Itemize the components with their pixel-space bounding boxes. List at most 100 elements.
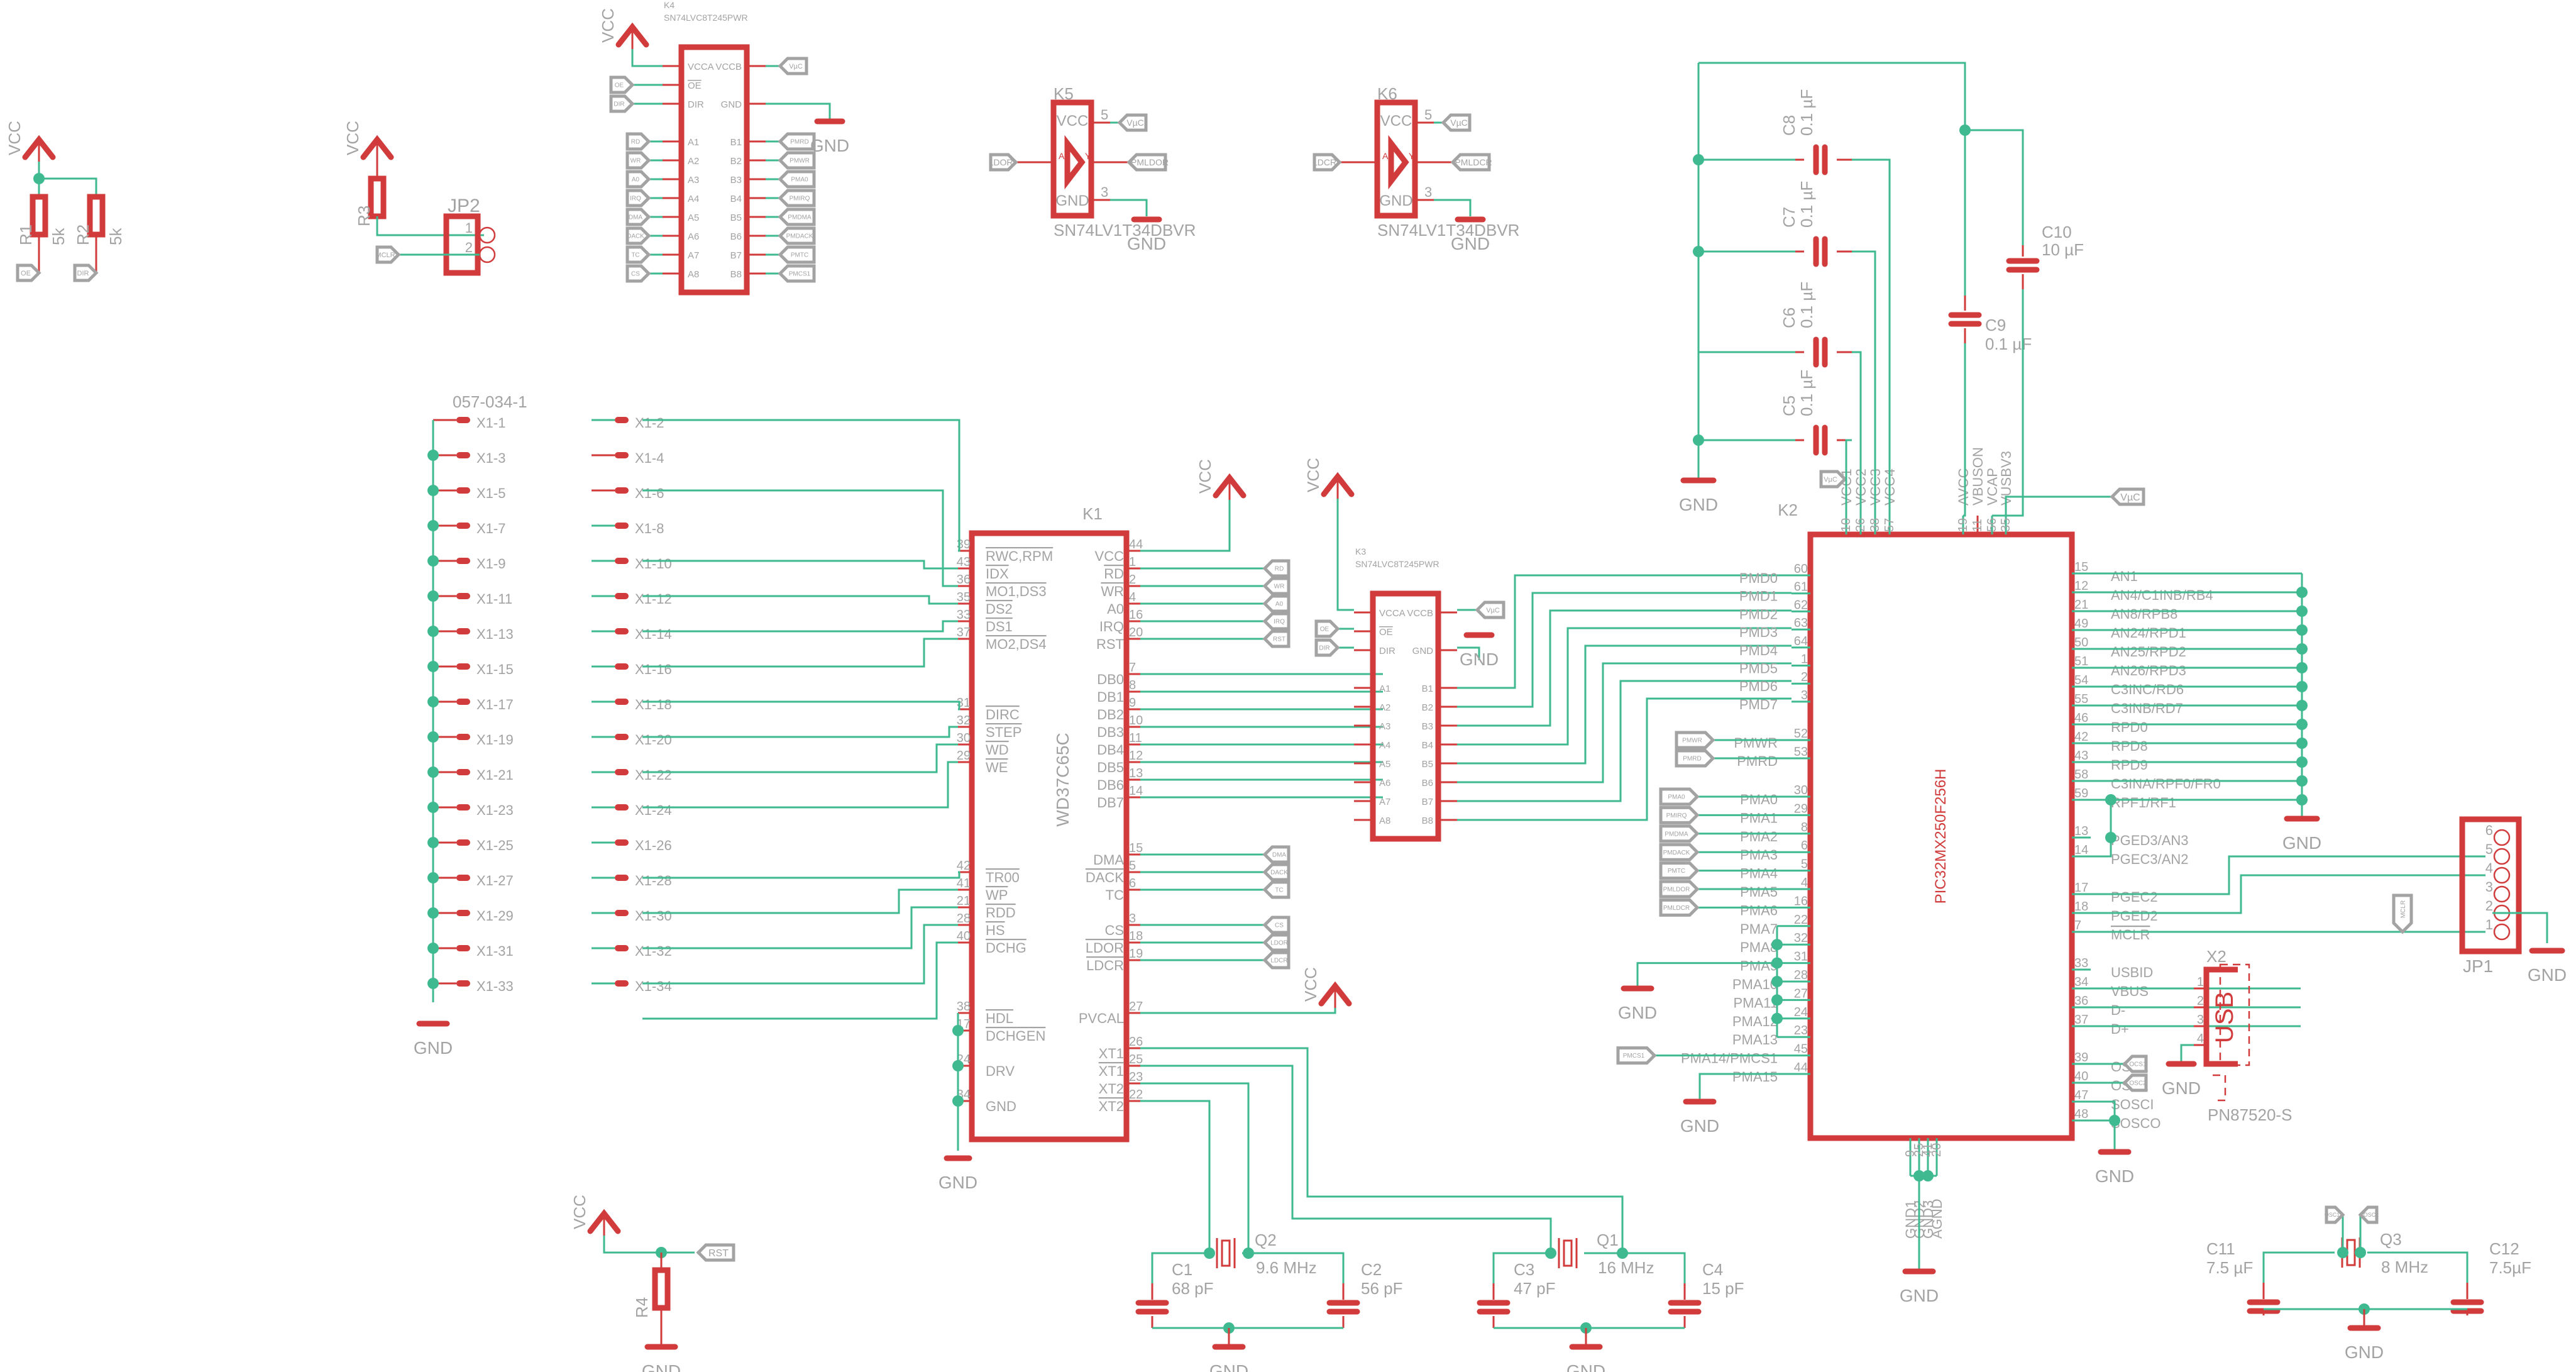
wire (642, 743, 958, 773)
pin-name: A0 (1107, 601, 1124, 617)
net-label-tag-icon (1450, 153, 1491, 172)
net-label-tag-icon (1262, 845, 1291, 864)
pin-number: 34 (2074, 975, 2088, 989)
net-label: WR (1262, 577, 1291, 595)
wire (642, 620, 958, 633)
pin-number: 7 (1129, 661, 1136, 675)
net-label: PMA0 (1659, 787, 1700, 806)
vcc-symbol: VCC (1196, 459, 1247, 500)
pin-name: WE (986, 760, 1008, 775)
pin-name: PMWR (1734, 735, 1778, 751)
connector-pin-label: X1-17 (476, 697, 514, 712)
pin-number: 38 (1868, 518, 1882, 532)
capacitor-value: 0.1 µF (1797, 370, 1816, 416)
net-label-text: PMDACK (786, 233, 813, 240)
net-label: VµC (1117, 113, 1148, 132)
net-label-text: PMCS1 (1623, 1053, 1645, 1059)
gnd-symbol: GND (1566, 1344, 1605, 1372)
pin-name: B3 (1422, 721, 1433, 732)
gnd-symbol: GND (2162, 1061, 2201, 1098)
pin-number: 10 (1839, 518, 1853, 532)
net-label: TC (625, 245, 651, 264)
net-label: DMA (1262, 845, 1291, 864)
capacitor-ref: C5 (1780, 396, 1798, 416)
capacitor-ref: C7 (1780, 207, 1798, 228)
vcc-symbol: VCC (598, 8, 649, 49)
k1-body (969, 530, 1130, 1142)
pin-number: 22 (1129, 1088, 1143, 1102)
chip-ref: K5 (1054, 84, 1074, 103)
capacitor-value: 56 pF (1361, 1279, 1403, 1298)
junction-dot (1771, 976, 1783, 987)
connector-pad-icon (456, 699, 470, 705)
net-label-tag-icon (1659, 843, 1700, 861)
pin-number: 16 (1794, 894, 1808, 908)
pin-number: 60 (1794, 562, 1808, 576)
net-label: PMLDOR (1659, 880, 1700, 899)
net-label-text: PMIRQ (1666, 812, 1687, 819)
wire (642, 761, 958, 809)
pin-number: 40 (2074, 1070, 2088, 1083)
wire (642, 560, 958, 570)
chip-ref: K2 (1778, 501, 1798, 519)
pin-name: A2 (1379, 702, 1390, 713)
pin-name: DACK (1086, 870, 1124, 885)
pin-name: PVCAL (1079, 1010, 1124, 1026)
pin-name: XT2 (1099, 1098, 1124, 1114)
pin-name: PGEC2 (2111, 889, 2158, 905)
wire (1151, 1252, 1209, 1283)
chip-k1: K1WD37C65C39RWC,RPM43IDX36MO1,DS335DS233… (642, 419, 1624, 1256)
pin-name: DB3 (1097, 724, 1124, 740)
net-label-tag-icon (375, 245, 401, 264)
pin-number: 49 (2074, 617, 2088, 631)
net-label-tag-icon (2325, 1205, 2345, 1224)
pin-number: 18 (1129, 929, 1143, 943)
pin-name: AN1 (2111, 568, 2138, 584)
gnd-label: GND (2095, 1166, 2134, 1186)
pin-number: 50 (2074, 636, 2088, 650)
vcc-symbol: VCC (5, 121, 56, 162)
pin-name: PMD5 (1739, 661, 1778, 677)
wire (631, 49, 663, 67)
connector-pad-icon (456, 839, 470, 846)
pin-number: 36 (2074, 994, 2088, 1008)
pin-name: AGND (1929, 1198, 1945, 1239)
wire (2367, 1251, 2469, 1283)
pin-name: IRQ (1099, 619, 1124, 634)
pin-name: HS (986, 922, 1005, 938)
net-label-tag-icon (778, 132, 816, 151)
gnd-label: GND (2345, 1342, 2384, 1362)
wire (642, 419, 960, 552)
chip-part: SN74LVC8T245PWR (1355, 559, 1439, 569)
pin-number: 1 (2485, 917, 2493, 932)
pin-number: 4 (2197, 1032, 2204, 1046)
wire (1457, 680, 1792, 802)
pin-name: AN26/RPD3 (2111, 663, 2186, 678)
net-label-text: WR (1274, 584, 1285, 590)
pin-number: 41 (1921, 1143, 1935, 1157)
net-label: DIR (73, 263, 99, 282)
gnd-label: GND (1900, 1286, 1939, 1305)
pin-name: GND1 (1903, 1200, 1918, 1239)
net-label: PMDACK (1659, 843, 1700, 861)
wire (1242, 1252, 1345, 1283)
net-label-tag-icon (778, 170, 816, 189)
resistor-value: 5k (106, 228, 125, 245)
pin-number: 45 (1794, 1043, 1808, 1056)
net-label: PMLDOR (1126, 153, 1169, 172)
wire (1845, 439, 1852, 516)
gnd-symbol: GND (1209, 1344, 1248, 1372)
net-label: PMLDCR (1659, 898, 1700, 917)
net-label-tag-icon (1117, 113, 1148, 132)
crystal-ref: Q1 (1597, 1231, 1619, 1249)
pin-name: B5 (1422, 759, 1433, 770)
capacitor-value: 15 pF (1702, 1279, 1744, 1298)
pin-number: 35 (957, 590, 971, 604)
pin-name: PMA0 (1740, 792, 1778, 807)
net-label-text: PMRD (1683, 756, 1701, 763)
net-label: TC (1262, 880, 1291, 899)
net-label-tag-icon (625, 170, 651, 189)
pin-number: 2 (1801, 670, 1808, 684)
pin-number: 21 (957, 894, 971, 908)
connector-pad-icon (456, 558, 470, 564)
